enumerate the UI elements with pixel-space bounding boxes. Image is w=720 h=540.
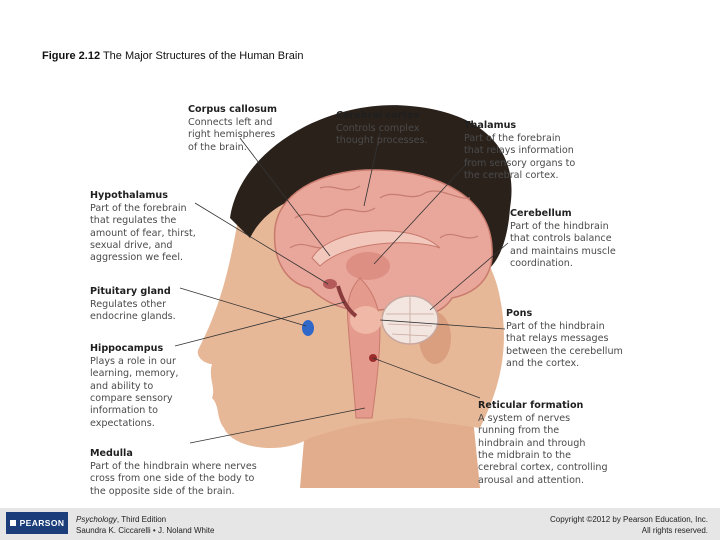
label-description: Part of the hindbrain where nerves cross… <box>90 460 257 497</box>
hippocampus-shape <box>336 285 358 318</box>
figure-number: Figure 2.12 <box>42 50 101 62</box>
copyright-notice: Copyright ©2012 by Pearson Education, In… <box>550 514 708 536</box>
book-authors: Saundra K. Ciccarelli • J. Noland White <box>76 526 215 535</box>
label-heading: Cerebral cortex <box>336 110 420 122</box>
hypothalamus-shape <box>323 279 337 289</box>
figure-title: Figure 2.12 The Major Structures of the … <box>42 50 303 62</box>
copyright-line-1: Copyright ©2012 by Pearson Education, In… <box>550 515 708 524</box>
label-heading: Cerebellum <box>510 208 572 220</box>
label-description: Part of the hindbrain that controls bala… <box>510 220 616 270</box>
figure-caption: The Major Structures of the Human Brain <box>102 50 304 62</box>
label-description: Part of the forebrain that regulates the… <box>90 202 196 264</box>
cerebellum-folds <box>386 296 434 344</box>
book-title-line: Psychology, Third Edition <box>76 514 214 525</box>
book-title: Psychology <box>76 515 117 524</box>
corpus-callosum-shape <box>311 230 441 267</box>
label-description: A system of nerves running from the hind… <box>478 412 608 486</box>
label-heading: Thalamus <box>464 120 517 132</box>
label-description: Regulates other endocrine glands. <box>90 298 176 323</box>
head-illustration <box>174 105 512 488</box>
label-heading: Hippocampus <box>90 343 164 355</box>
label-heading: Hypothalamus <box>90 190 168 202</box>
label-description: Plays a role in our learning, memory, an… <box>90 355 179 429</box>
label-heading: Pituitary gland <box>90 286 171 298</box>
label-heading: Corpus callosum <box>188 104 277 116</box>
brain-folds <box>289 185 479 249</box>
thalamus-shape <box>346 252 390 280</box>
logo-text: PEARSON <box>19 518 65 528</box>
label-description: Controls complex thought processes. <box>336 122 428 147</box>
leader-lines <box>174 132 509 444</box>
label-description: Part of the forebrain that relays inform… <box>464 132 576 182</box>
book-edition: , Third Edition <box>116 515 167 524</box>
copyright-line-2: All rights reserved. <box>641 526 708 535</box>
label-heading: Medulla <box>90 448 133 460</box>
label-heading: Reticular formation <box>478 400 584 412</box>
label-description: Connects left and right hemispheres of t… <box>188 116 276 153</box>
logo-mark-icon <box>9 520 16 526</box>
book-citation: Psychology, Third Edition Saundra K. Cic… <box>76 514 214 536</box>
pituitary-shape <box>302 320 314 336</box>
footer-bar <box>0 508 720 540</box>
label-heading: Pons <box>506 308 533 320</box>
pearson-logo: PEARSON <box>6 512 68 534</box>
pons-shape <box>350 306 382 334</box>
label-description: Part of the hindbrain that relays messag… <box>506 320 623 370</box>
